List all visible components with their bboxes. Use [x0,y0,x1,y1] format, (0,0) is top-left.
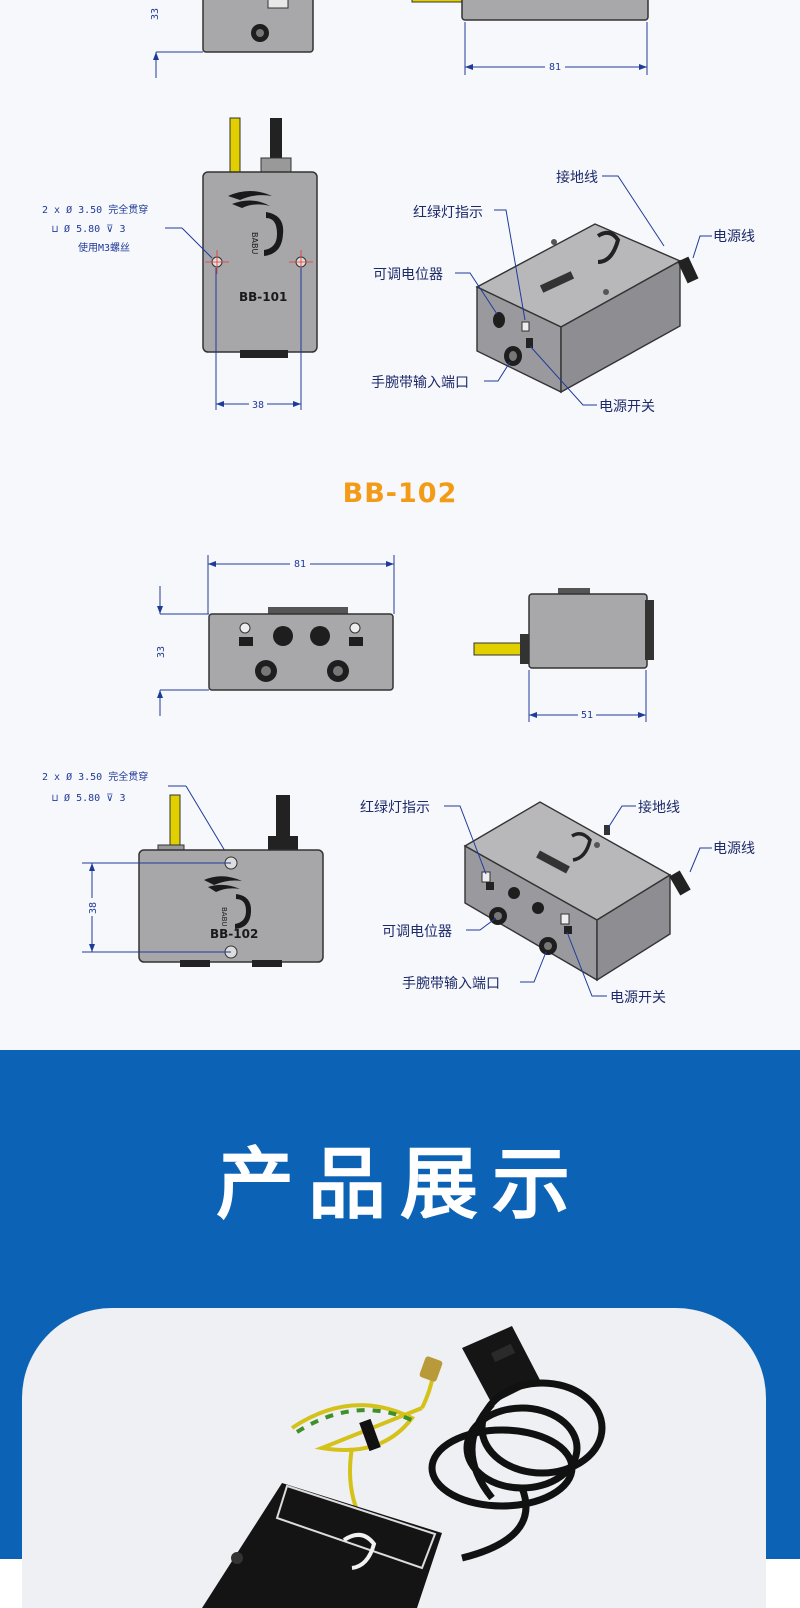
hole-spec-2: ⊔ Ø 5.80 ⊽ 3 [52,223,126,235]
dim-81-2: 81 [294,559,306,570]
bb101-top-view: BABU BB-101 2 x Ø 3.50 完全贯穿 ⊔ Ø 5.80 ⊽ 3… [42,117,318,411]
bb102-side-view: 51 [473,588,654,722]
label-ground-2: 接地线 [638,799,680,816]
brand-text-1: BABU [250,232,259,254]
babu-logo-1: BABU [228,191,284,256]
label-ground-1: 接地线 [556,169,598,186]
bb102-iso-view [463,801,691,982]
dim-38-1: 38 [252,400,264,411]
label-switch-1: 电源开关 [599,399,655,415]
brand-text-2: BABU [220,907,228,927]
bb101-front-view-top: 33 [150,0,314,78]
model-heading: BB-102 [342,478,458,509]
hole-spec-5: ⊔ Ø 5.80 ⊽ 3 [52,792,126,804]
label-led-2: 红绿灯指示 [360,800,430,816]
dim-33-top: 33 [150,8,161,20]
hole-spec-1: 2 x Ø 3.50 完全贯穿 [42,203,148,216]
dim-81-top: 81 [549,62,561,73]
bb102-label: BB-102 [210,927,258,941]
label-led-1: 红绿灯指示 [413,205,483,221]
technical-drawings: 33 81 BABU BB-101 2 x Ø 3.50 完全贯穿 ⊔ [42,0,755,1006]
label-cord-2: 电源线 [713,841,755,857]
bb101-side-view-top: 81 [411,0,649,75]
dim-51: 51 [581,710,593,721]
babu-logo-2: BABU [204,876,252,929]
product-photo-illustration [202,1326,606,1608]
bb102-front-view: 81 33 [156,555,395,716]
label-cord-1: 电源线 [713,229,755,245]
label-pot-1: 可调电位器 [373,267,443,283]
section-title: 产品展示 [215,1140,584,1230]
label-pot-2: 可调电位器 [382,924,452,940]
bb101-callouts: 接地线 红绿灯指示 可调电位器 电源线 手腕带输入端口 电源开关 [371,169,755,415]
product-photo [22,1308,766,1608]
hole-spec-4: 2 x Ø 3.50 完全贯穿 [42,770,148,783]
bb102-callouts: 红绿灯指示 接地线 电源线 可调电位器 手腕带输入端口 电源开关 [360,799,755,1006]
bb102-top-view: 2 x Ø 3.50 完全贯穿 ⊔ Ø 5.80 ⊽ 3 BABU BB-102… [42,770,324,967]
dim-33-2: 33 [156,646,167,658]
dim-38-2: 38 [88,902,99,914]
label-wrist-2: 手腕带输入端口 [402,976,500,992]
bb101-label: BB-101 [239,290,287,304]
label-switch-2: 电源开关 [610,990,666,1006]
label-wrist-1: 手腕带输入端口 [371,375,469,391]
bb101-iso-view [475,223,699,394]
hole-spec-3: 使用M3螺丝 [78,241,130,254]
